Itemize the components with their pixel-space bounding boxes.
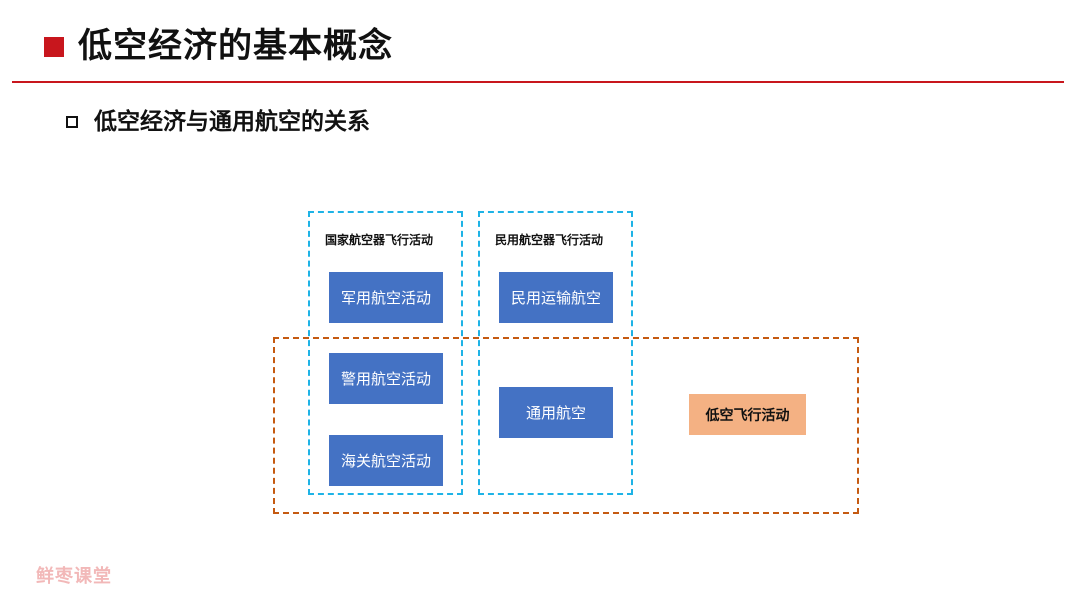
page-title: 低空经济的基本概念: [78, 26, 393, 66]
section-subtitle: 低空经济与通用航空的关系: [94, 109, 370, 135]
national-aircraft-label: 国家航空器飞行活动: [325, 233, 434, 247]
customs-aviation-box: 海关航空活动: [329, 435, 443, 486]
civil-aircraft-group: [478, 211, 633, 495]
watermark: 鲜枣课堂: [36, 566, 112, 587]
low-altitude-region: [273, 337, 859, 514]
bullet-square-icon: [66, 116, 78, 128]
title-divider: [12, 81, 1064, 83]
title-marker: [44, 37, 64, 57]
military-aviation-box: 军用航空活动: [329, 272, 443, 323]
general-aviation-box: 通用航空: [499, 387, 613, 438]
civil-transport-aviation-box: 民用运输航空: [499, 272, 613, 323]
civil-aircraft-label: 民用航空器飞行活动: [495, 233, 604, 247]
national-aircraft-group: [308, 211, 463, 495]
low-altitude-activity-box: 低空飞行活动: [689, 394, 806, 435]
police-aviation-box: 警用航空活动: [329, 353, 443, 404]
